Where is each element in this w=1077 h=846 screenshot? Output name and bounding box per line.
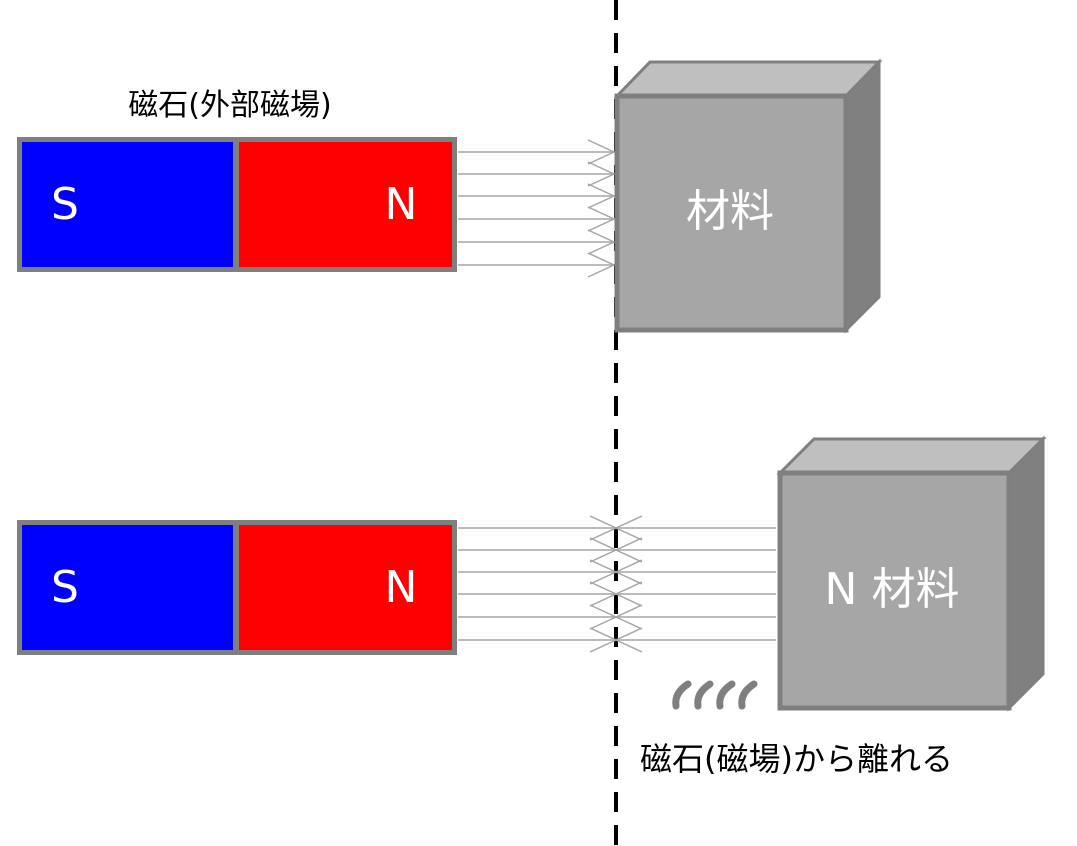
bottom-field-arrowhead-left-4 (614, 581, 643, 607)
motion-arc-4 (738, 680, 758, 710)
bottom-field-arrowhead-left-6 (614, 627, 643, 653)
top-north-pole (239, 142, 452, 267)
bottom-field-lines (458, 515, 776, 653)
top-material-label: 材料 (686, 186, 774, 237)
top-material-block: 材料 (613, 58, 883, 334)
motion-arc-1 (672, 680, 692, 710)
top-field-arrowhead-2 (587, 161, 616, 187)
bottom-caption: 磁石(磁場)から離れる (640, 740, 953, 778)
bottom-material-block: N 材料 (776, 435, 1047, 712)
bottom-north-label: N (385, 562, 418, 613)
top-south-pole (22, 142, 233, 267)
top-south-label: S (51, 179, 79, 230)
motion-lines (672, 680, 758, 710)
bottom-north-pole (239, 525, 452, 650)
top-field-lines (458, 139, 616, 278)
top-north-label: N (385, 179, 418, 230)
bottom-magnet: S N (17, 520, 457, 655)
bottom-field-arrowhead-left-1 (614, 515, 643, 541)
bottom-field-arrowhead-left-2 (614, 537, 643, 563)
top-field-arrowhead-4 (587, 206, 616, 232)
top-magnet: S N (17, 137, 457, 272)
top-field-arrowhead-1 (587, 139, 616, 165)
top-field-arrowhead-5 (587, 229, 616, 255)
top-magnet-label: 磁石(外部磁場) (128, 88, 331, 123)
bottom-field-arrowhead-left-3 (614, 559, 643, 585)
top-scene: 磁石(外部磁場) S N 材料 (17, 58, 883, 334)
bottom-field-arrowhead-left-5 (614, 604, 643, 630)
bottom-material-side-face (1007, 435, 1045, 712)
bottom-south-pole (22, 525, 233, 650)
bottom-south-label: S (51, 562, 79, 613)
motion-arc-3 (716, 680, 736, 710)
top-field-arrowhead-6 (587, 252, 616, 278)
top-material-top-face (613, 60, 883, 98)
top-material-front-face (614, 93, 849, 333)
bottom-scene: S N N 材料 磁石(磁場)から離れる (17, 435, 1047, 778)
bottom-material-front-face (777, 470, 1012, 711)
top-field-arrowhead-3 (587, 183, 616, 209)
bottom-material-top-face (776, 437, 1047, 475)
top-material-side-face (844, 58, 881, 334)
bottom-material-label: N 材料 (825, 564, 960, 615)
motion-arc-2 (694, 680, 714, 710)
